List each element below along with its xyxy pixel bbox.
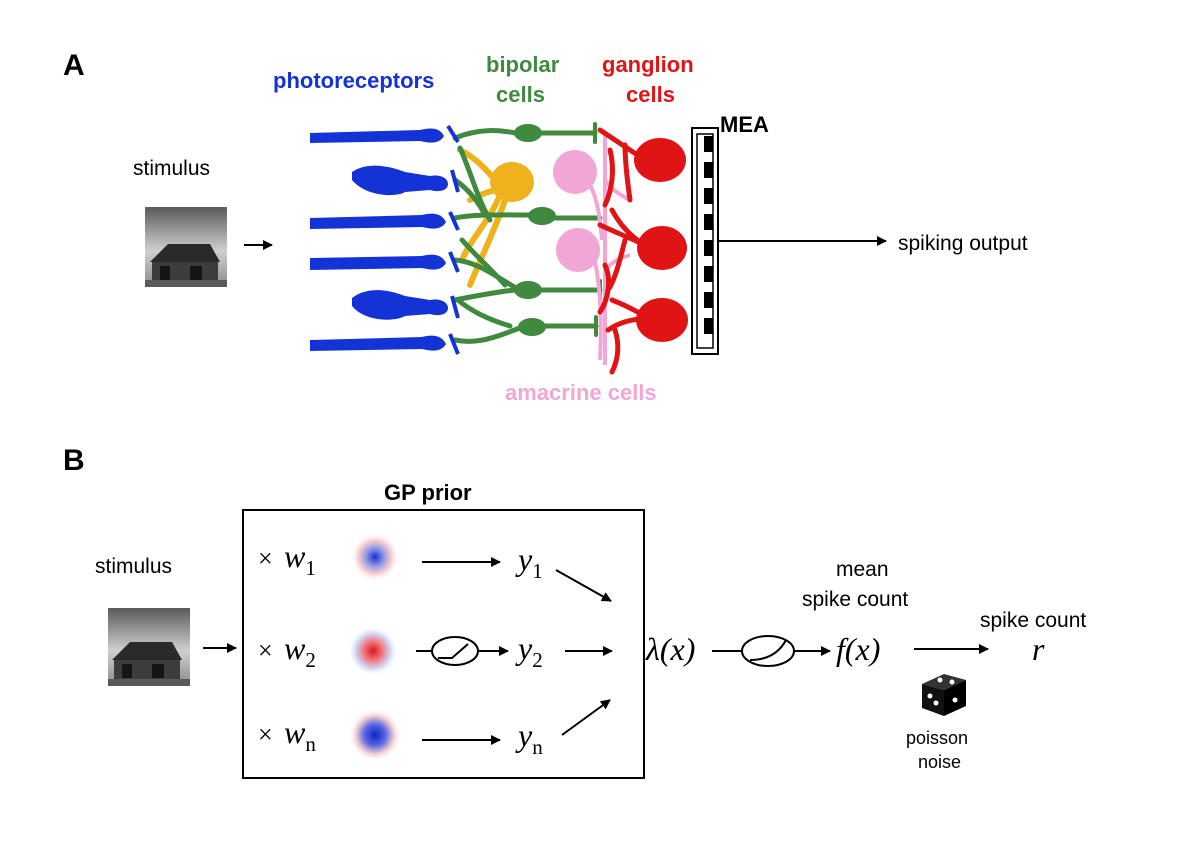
gp-row-2: × w2 y2: [258, 626, 613, 676]
panel-a-letter: A: [63, 49, 85, 82]
stimulus-image-b: [108, 608, 190, 686]
relu-nonlinearity-icon: [431, 636, 479, 666]
output-y2: y2: [515, 630, 543, 672]
weight-w2: w2: [284, 630, 316, 672]
stimulus-image-a: [145, 207, 227, 287]
receptive-field-n: [348, 708, 402, 762]
poisson-noise-line2: noise: [918, 752, 961, 772]
mea-label: MEA: [720, 112, 769, 137]
relu-curve-icon: [438, 643, 469, 659]
spiking-output-label: spiking output: [898, 232, 1028, 255]
photoreceptors: [310, 124, 460, 355]
retina-schematic: [310, 122, 719, 375]
r-label: r: [1032, 631, 1045, 667]
arrow-y1-to-lambda: [555, 569, 612, 602]
weight-wn: wn: [284, 714, 316, 756]
amacrine-cells: [553, 135, 631, 365]
gp-prior-box: [242, 509, 645, 779]
mean-spike-count-line1: mean: [836, 558, 889, 581]
weight-w1: w1: [284, 538, 316, 580]
arrow-yn-to-lambda: [561, 699, 611, 736]
panel-a-stimulus-label: stimulus: [133, 157, 210, 180]
spike-count-label: spike count: [980, 609, 1086, 632]
bipolar-label-line1: bipolar: [486, 52, 560, 77]
gp-row-n: × wn yn: [258, 699, 611, 762]
bipolar-label-line2: cells: [496, 82, 545, 107]
times-sign-2: ×: [258, 636, 273, 665]
panel-b-letter: B: [63, 444, 85, 477]
times-sign-n: ×: [258, 720, 273, 749]
times-sign-1: ×: [258, 544, 273, 573]
gp-row-1: × w1 y1: [258, 532, 612, 602]
panel-b-stimulus-label: stimulus: [95, 555, 172, 578]
bipolar-cells: [452, 122, 603, 344]
output-y1: y1: [515, 541, 543, 583]
f-of-x-label: f(x): [836, 631, 880, 667]
photoreceptors-label: photoreceptors: [273, 68, 434, 93]
receptive-field-1: [350, 532, 400, 582]
ganglion-label-line1: ganglion: [602, 52, 694, 77]
mean-spike-count-line2: spike count: [802, 588, 908, 611]
exp-curve-icon: [749, 639, 787, 661]
poisson-noise-line1: poisson: [906, 728, 968, 748]
output-yn: yn: [515, 717, 543, 759]
receptive-field-2: [348, 626, 398, 676]
ganglion-cells: [597, 127, 688, 375]
ganglion-label-line2: cells: [626, 82, 675, 107]
mea-electrode-array: [691, 127, 719, 355]
gp-prior-label: GP prior: [384, 480, 472, 505]
lambda-label: λ(x): [645, 631, 695, 667]
dice-icon: [918, 669, 968, 717]
amacrine-label: amacrine cells: [505, 380, 657, 405]
